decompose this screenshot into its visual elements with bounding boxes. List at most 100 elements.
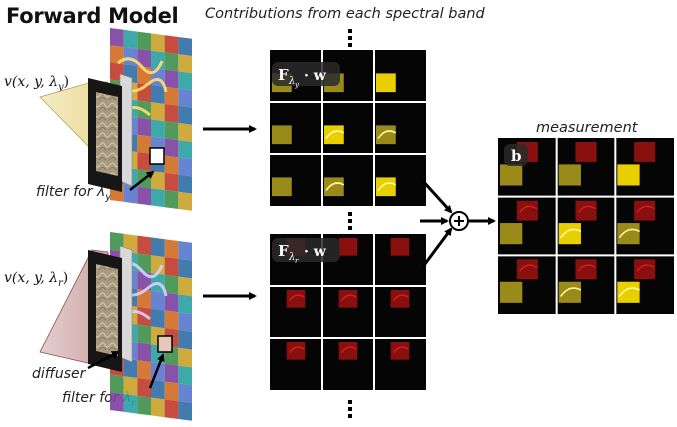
yellow-patch — [324, 125, 344, 145]
yellow-patch — [558, 164, 581, 186]
red-patch — [390, 238, 410, 256]
grid-cell — [338, 342, 358, 360]
yellow-patch — [617, 164, 640, 186]
yellow-patch — [376, 125, 396, 145]
caustic-line — [560, 287, 582, 297]
grid-cell — [272, 177, 292, 197]
filter-tile — [151, 379, 165, 400]
filter-tile — [164, 310, 179, 330]
grid-cell — [617, 259, 656, 303]
optics-stack-red — [39, 232, 192, 421]
filter-tile — [137, 186, 151, 206]
measurement-grid — [498, 138, 674, 314]
diagram-title: Forward Model — [6, 4, 179, 28]
red-patch — [516, 259, 538, 280]
grid-cell — [390, 342, 410, 360]
caustic-line — [618, 287, 641, 297]
optics-stack-yellow — [39, 28, 192, 211]
ellipsis-top — [348, 29, 352, 47]
filter-tile — [164, 52, 179, 72]
caustic-line — [377, 182, 397, 191]
highlighted-filter-red — [157, 335, 173, 353]
filter-tile — [110, 28, 124, 47]
filter-tile — [178, 174, 192, 194]
filter-tile — [123, 376, 138, 396]
filter-tile — [137, 48, 151, 68]
grid-cell — [376, 73, 396, 93]
svg-text:r: r — [295, 257, 299, 265]
grid-label-red: F λ r · w — [272, 238, 340, 265]
red-patch — [634, 142, 656, 162]
yellow-patch — [500, 223, 523, 245]
filter-tile — [137, 235, 151, 256]
filter-tile — [178, 71, 192, 91]
filter-tile — [164, 381, 179, 402]
caustic-line — [341, 346, 357, 354]
highlighted-filter-yellow — [149, 147, 165, 165]
filter-tile — [178, 383, 192, 403]
filter-tile — [164, 399, 179, 419]
red-patch — [634, 200, 656, 221]
ellipsis-middle — [348, 212, 352, 230]
caustic-line — [289, 294, 305, 302]
filter-tile — [178, 347, 192, 368]
filter-tile — [164, 257, 179, 277]
filter-tile — [164, 274, 179, 295]
filter-tile — [164, 69, 179, 89]
grid-cell — [376, 177, 397, 197]
grid-cell — [390, 238, 410, 256]
filter-tile — [178, 330, 192, 350]
filter-tile — [123, 394, 138, 414]
filter-tile — [123, 47, 138, 66]
filter-tile — [178, 401, 192, 421]
filter-tile — [151, 290, 165, 311]
red-patch — [390, 342, 410, 360]
red-patch — [575, 259, 597, 280]
red-patch — [575, 142, 597, 162]
caustic-line — [519, 264, 538, 272]
filter-tile — [178, 157, 192, 177]
filter-tile — [178, 312, 192, 332]
caustic-line — [519, 205, 538, 214]
filter-tile — [151, 119, 165, 139]
filter-tile — [151, 171, 165, 190]
svg-text:λ: λ — [288, 252, 295, 263]
yellow-patch — [324, 177, 344, 197]
filter-tile — [137, 378, 151, 398]
filter-tile — [178, 241, 192, 261]
yellow-patch — [500, 281, 523, 303]
grid-cell — [286, 290, 306, 308]
caustic-line — [560, 228, 582, 239]
grid-label-measurement: b — [504, 144, 528, 166]
caustic-line — [618, 228, 641, 239]
filter-tile — [110, 392, 124, 412]
input-function-yellow: v(x, y, λy) — [4, 74, 70, 93]
filter-tile — [164, 363, 179, 384]
yellow-patch — [376, 73, 396, 93]
svg-text:F: F — [278, 242, 289, 260]
svg-text:b: b — [511, 147, 522, 165]
diffuser-label: diffuser — [32, 366, 86, 382]
red-patch — [390, 290, 410, 308]
caustic-line — [636, 264, 655, 272]
grid-cell — [376, 125, 397, 145]
grid-cell — [286, 342, 306, 360]
filter-tile — [110, 45, 124, 65]
yellow-patch — [272, 177, 292, 197]
grid-cell — [324, 125, 345, 145]
filter-tile — [164, 155, 179, 175]
yellow-patch — [272, 125, 292, 145]
filter-tile — [123, 184, 138, 204]
svg-text:· w: · w — [304, 68, 327, 84]
caustic-line — [577, 205, 596, 214]
filter-tile — [164, 292, 179, 313]
grid-background — [498, 138, 674, 314]
caustic-line — [393, 346, 409, 354]
filter-tile — [178, 123, 192, 142]
caustic-line — [289, 346, 305, 354]
grid-cell — [338, 290, 358, 308]
grid-cell — [617, 200, 656, 245]
grid-cell — [558, 200, 597, 245]
filter-tile — [110, 374, 124, 394]
